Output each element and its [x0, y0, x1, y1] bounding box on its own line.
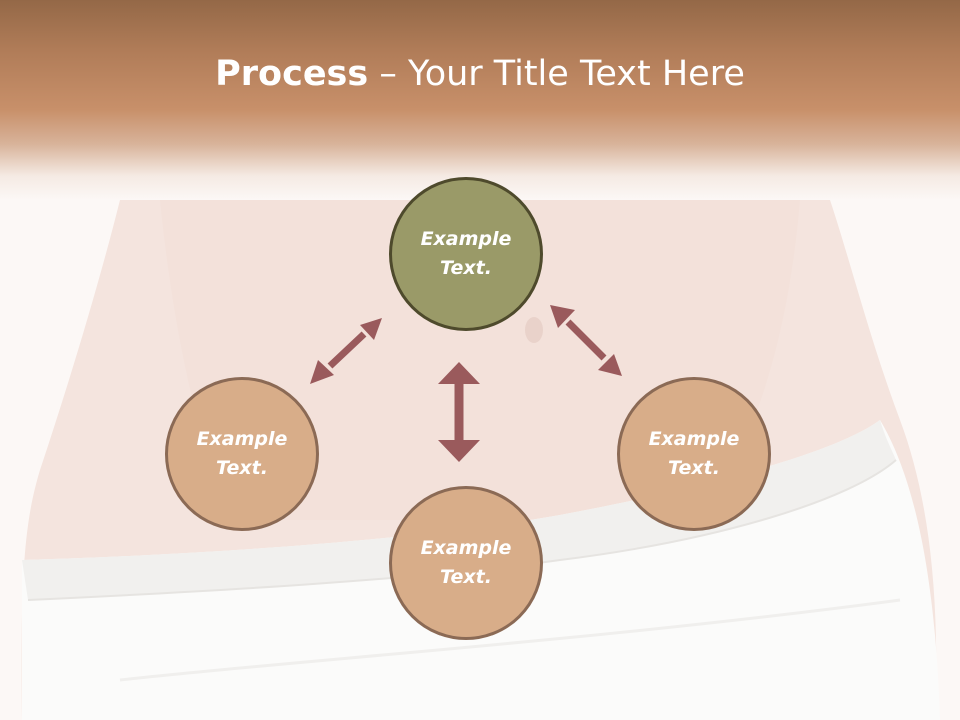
process-node-top[interactable]: Example Text.: [389, 177, 543, 331]
arrow-top-right: [550, 305, 622, 376]
title-bold: Process: [215, 54, 369, 94]
process-node-left[interactable]: Example Text.: [165, 377, 319, 531]
node-left-text: Example Text.: [196, 428, 288, 479]
arrow-top-left: [310, 318, 382, 384]
process-node-right[interactable]: Example Text.: [617, 377, 771, 531]
arrow-vertical: [438, 362, 480, 462]
slide-title: Process – Your Title Text Here: [0, 52, 960, 96]
header-band: [0, 0, 960, 200]
node-right-text: Example Text.: [648, 428, 740, 479]
process-node-bottom[interactable]: Example Text.: [389, 486, 543, 640]
node-top-text: Example Text.: [420, 228, 512, 279]
node-bottom-text: Example Text.: [420, 537, 512, 588]
title-rest: – Your Title Text Here: [368, 54, 745, 94]
